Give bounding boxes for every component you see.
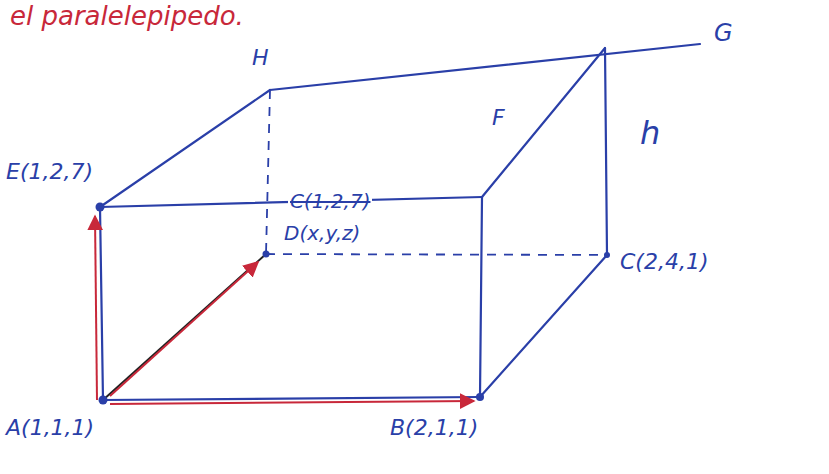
segment-ad [103,254,266,400]
vertex-label: G [712,20,735,46]
edge-ab [103,397,480,400]
vertex-label: H [250,46,271,70]
point-b [476,393,484,401]
struck-point-label: C(1,2,7) [288,190,372,212]
hidden-edge-hd [266,90,270,254]
vector-ad [110,262,258,396]
point-d [263,251,270,258]
point-label: D(x,y,z) [282,222,362,244]
point-label: A(1,1,1) [4,416,96,440]
point-c [604,252,610,258]
point-a [99,396,108,405]
edge-bc [480,255,607,397]
vector-ab [110,401,474,404]
point-label: C(2,4,1) [618,250,711,274]
edge-hg [270,44,700,90]
edge-ae [100,207,103,400]
point-label: B(2,1,1) [388,416,480,440]
edge-fg [482,48,605,197]
point-label: E(1,2,7) [4,160,95,184]
edge-eh [100,90,270,207]
point-e [96,203,105,212]
edge-gc [605,48,607,255]
vector-ae [95,216,97,400]
edge-fb [480,197,482,397]
height-label: h [638,116,662,151]
hidden-edge-dc [266,254,607,255]
caption-text: el paralelepipedo. [8,2,246,31]
vertex-label: F [490,106,507,130]
